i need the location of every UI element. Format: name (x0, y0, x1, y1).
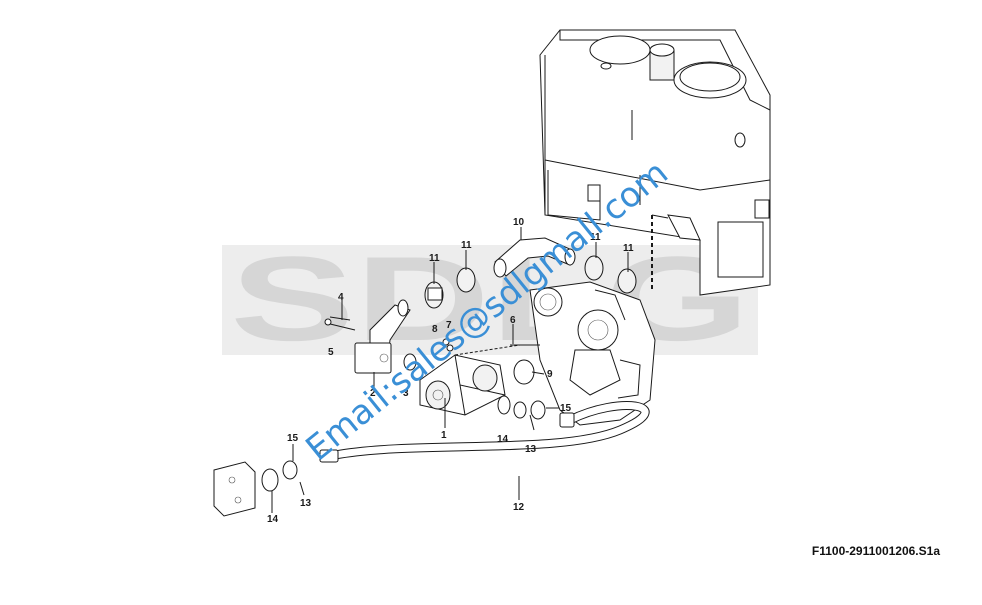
hydraulic-tank (539, 29, 771, 296)
callout-7: 7 (446, 320, 452, 331)
seal-ring (513, 359, 535, 385)
callout-14: 14 (267, 514, 279, 525)
callout-15: 15 (560, 403, 572, 414)
callout-3: 3 (403, 388, 409, 399)
callout-1: 1 (441, 430, 447, 441)
callout-numbers: 11 11 10 11 11 4 5 8 7 6 9 2 3 1 15 14 1… (267, 217, 634, 525)
callout-14: 14 (497, 434, 509, 445)
svg-text:SDLG: SDLG (230, 232, 750, 366)
leader-lines (271, 227, 629, 513)
callout-4: 4 (338, 292, 344, 303)
callout-9: 9 (547, 369, 553, 380)
callout-6: 6 (510, 315, 516, 326)
o-ring (403, 353, 417, 371)
callout-13: 13 (525, 444, 537, 455)
hose-clamps (424, 255, 637, 309)
pressure-hose (319, 401, 650, 463)
bolts (324, 316, 356, 331)
watermark-logo: SDLG (222, 232, 758, 366)
callout-11: 11 (461, 240, 472, 251)
callout-5: 5 (328, 347, 334, 358)
figure-reference: F1100-2911001206.S1a (811, 544, 940, 558)
flange-left (213, 460, 305, 517)
callout-11: 11 (623, 243, 634, 254)
callout-12: 12 (513, 502, 525, 513)
callout-8: 8 (432, 324, 438, 335)
flange-right (497, 395, 546, 431)
elbow-fitting (354, 299, 411, 374)
callout-11: 11 (429, 253, 440, 264)
callout-11: 11 (590, 232, 601, 243)
callout-15: 15 (287, 433, 299, 444)
transmission-housing (529, 281, 656, 426)
callout-2: 2 (370, 388, 376, 399)
gear-pump (419, 344, 521, 416)
callout-10: 10 (513, 217, 525, 228)
callout-13: 13 (300, 498, 312, 509)
small-bolts (442, 338, 454, 352)
